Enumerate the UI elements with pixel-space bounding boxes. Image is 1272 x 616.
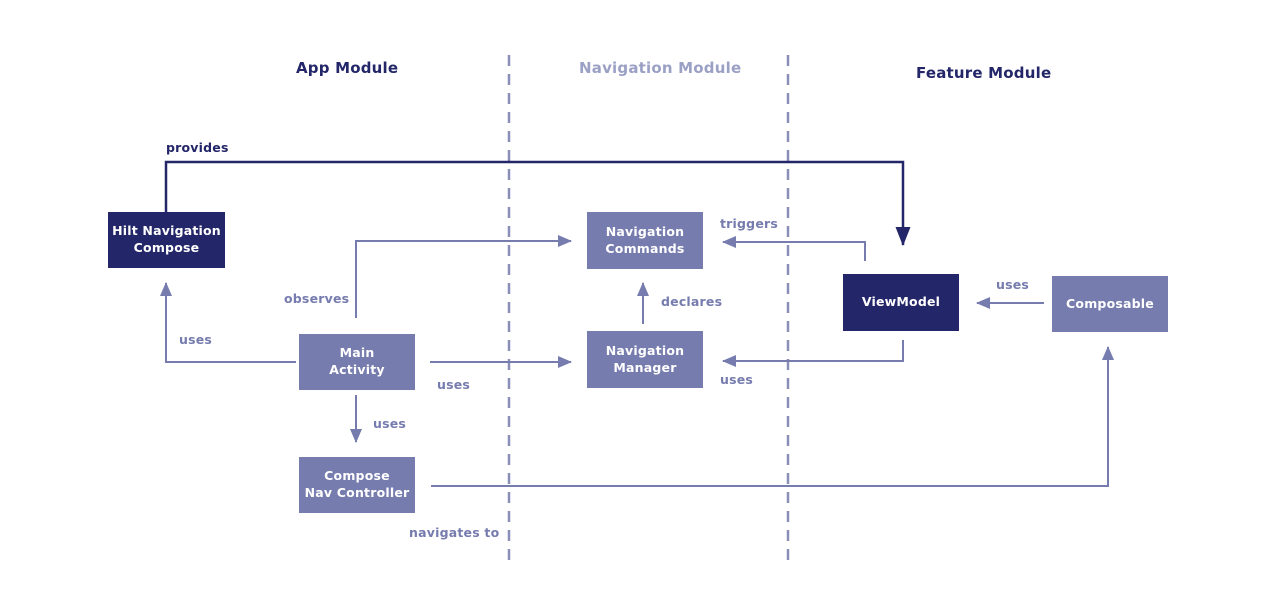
module-title-app: App Module <box>296 59 399 77</box>
edge-label-uses-vm-manager: uses <box>720 372 754 387</box>
edge-label-uses-composable-vm: uses <box>996 277 1030 292</box>
edge-label-triggers: triggers <box>720 216 779 231</box>
edge-label-provides: provides <box>166 140 229 155</box>
node-navigation-commands: Navigation Commands <box>587 212 703 269</box>
edge-uses-hilt <box>160 282 296 363</box>
edge-label-observes: observes <box>284 291 350 306</box>
edge-label-navigates-to: navigates to <box>409 525 500 540</box>
edge-label-uses-main-manager: uses <box>437 377 471 392</box>
node-main-activity: Main Activity <box>299 334 415 390</box>
node-hilt-navigation-compose: Hilt Navigation Compose <box>108 212 225 268</box>
node-composable: Composable <box>1052 276 1168 332</box>
edge-observes <box>355 235 572 318</box>
edge-uses-vm-manager <box>722 340 904 367</box>
node-compose-nav-controller: Compose Nav Controller <box>299 457 415 513</box>
module-title-navigation: Navigation Module <box>579 59 742 77</box>
edge-triggers <box>722 236 866 261</box>
edge-label-declares: declares <box>661 294 723 309</box>
edge-label-uses-hilt: uses <box>179 332 213 347</box>
edge-provides <box>164 160 911 246</box>
module-title-feature: Feature Module <box>916 64 1052 82</box>
edge-label-uses-nav-controller: uses <box>373 416 407 431</box>
edge-navigates-to <box>431 346 1114 487</box>
node-viewmodel: ViewModel <box>843 274 959 331</box>
node-navigation-manager: Navigation Manager <box>587 331 703 388</box>
